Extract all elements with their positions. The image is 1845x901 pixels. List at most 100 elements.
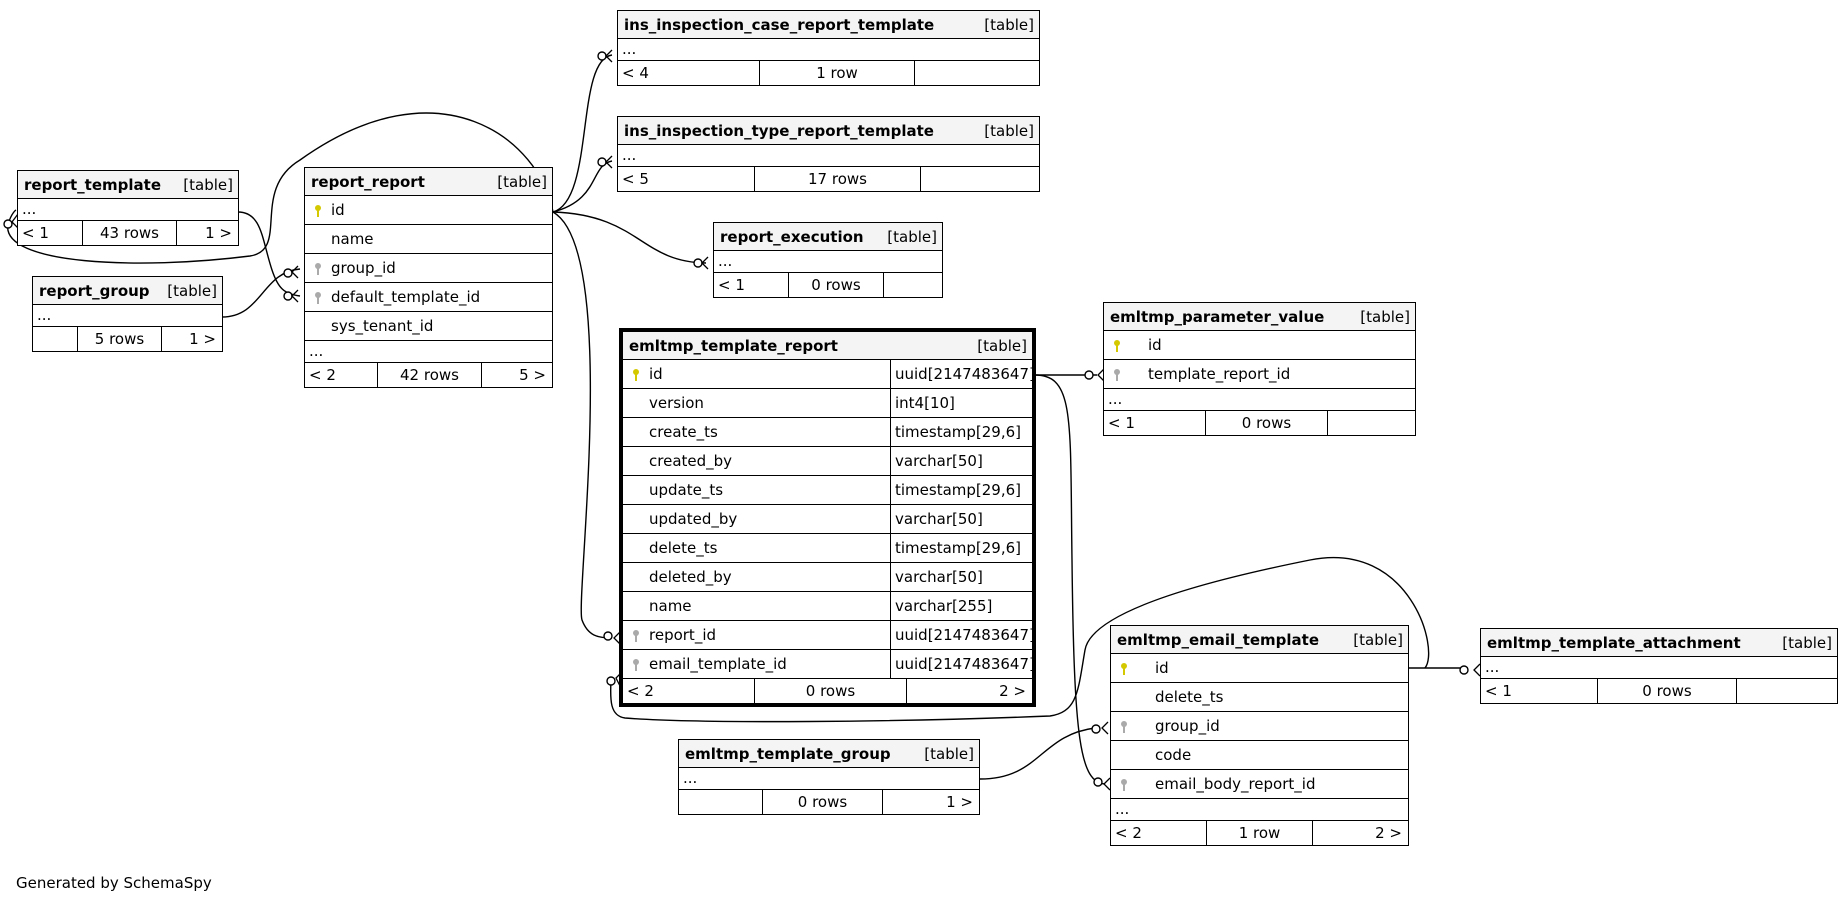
column-row-template-report-id: template_report_id <box>1104 360 1415 389</box>
footer-row-count: 0 rows <box>755 679 907 703</box>
table-header: report_group [table] <box>33 277 222 305</box>
footer-children <box>921 167 1039 191</box>
footer-children: 1 > <box>189 330 216 348</box>
table-name: emltmp_template_attachment <box>1487 633 1741 652</box>
table-report-report[interactable]: report_report [table] id name group_id d… <box>304 167 553 388</box>
column-name: delete_ts <box>649 539 718 557</box>
table-name: ins_inspection_type_report_template <box>624 121 934 140</box>
gray-key-icon <box>1117 778 1131 792</box>
footer-children: 2 > <box>999 682 1026 700</box>
column-row-delete-ts: delete_ts timestamp[29,6] <box>623 534 1032 563</box>
footer-children: 1 > <box>205 224 232 242</box>
gold-key-icon <box>1110 339 1124 353</box>
column-row-delete-ts: delete_ts <box>1111 683 1408 712</box>
table-header: report_execution [table] <box>714 223 942 251</box>
table-kind: [table] <box>167 281 217 300</box>
footer-row-count: 0 rows <box>763 790 883 814</box>
column-row-group-id: group_id <box>305 254 552 283</box>
column-row-version: version int4[10] <box>623 389 1032 418</box>
footer-parents: < 1 <box>1104 411 1206 435</box>
column-name: report_id <box>649 626 717 644</box>
gold-key-icon <box>311 204 325 218</box>
edge-report-report-to-ins-case <box>552 54 613 213</box>
table-emltmp-template-group[interactable]: emltmp_template_group [table] ... 0 rows… <box>678 739 980 815</box>
footer-children <box>1737 679 1837 703</box>
table-header: emltmp_template_report [table] <box>623 332 1032 360</box>
table-footer: < 1 43 rows 1 > <box>18 221 238 245</box>
table-emltmp-template-attachment[interactable]: emltmp_template_attachment [table] ... <… <box>1480 628 1838 704</box>
table-kind: [table] <box>924 744 974 763</box>
gray-key-icon <box>629 629 643 643</box>
column-row-sys-tenant-id: sys_tenant_id <box>305 312 552 341</box>
footer-parents <box>679 790 763 814</box>
footer-row-count: 43 rows <box>83 221 177 245</box>
footer-children: 5 > <box>519 366 546 384</box>
edge-template-report-to-email-body-report <box>1034 374 1106 785</box>
table-emltmp-email-template[interactable]: emltmp_email_template [table] id delete_… <box>1110 625 1409 846</box>
table-emltmp-parameter-value[interactable]: emltmp_parameter_value [table] id templa… <box>1103 302 1416 436</box>
table-footer: < 1 0 rows <box>1481 679 1837 703</box>
gray-key-icon <box>311 262 325 276</box>
column-type: uuid[2147483647] <box>890 360 1035 388</box>
gray-key-icon <box>629 658 643 672</box>
table-name: emltmp_parameter_value <box>1110 307 1325 326</box>
table-kind: [table] <box>887 227 937 246</box>
table-name: report_template <box>24 175 161 194</box>
footer-row-count: 0 rows <box>1598 679 1737 703</box>
table-name: emltmp_template_report <box>629 336 838 355</box>
table-header: ins_inspection_type_report_template [tab… <box>618 117 1039 145</box>
table-kind: [table] <box>984 15 1034 34</box>
table-footer: < 2 1 row 2 > <box>1111 821 1408 845</box>
column-row-id: id <box>305 196 552 225</box>
table-emltmp-template-report[interactable]: emltmp_template_report [table] id uuid[2… <box>619 328 1036 707</box>
gold-key-icon <box>629 368 643 382</box>
column-ellipsis: ... <box>1111 799 1408 821</box>
column-row-id: id <box>1111 654 1408 683</box>
column-name: version <box>649 394 704 412</box>
table-header: emltmp_parameter_value [table] <box>1104 303 1415 331</box>
table-report-template[interactable]: report_template [table] ... < 1 43 rows … <box>17 170 239 246</box>
footer-parents: < 1 <box>18 221 83 245</box>
column-row-name: name <box>305 225 552 254</box>
table-kind: [table] <box>497 172 547 191</box>
table-header: report_template [table] <box>18 171 238 199</box>
column-row-default-template-id: default_template_id <box>305 283 552 312</box>
column-type: timestamp[29,6] <box>890 476 1032 504</box>
table-report-execution[interactable]: report_execution [table] ... < 1 0 rows <box>713 222 943 298</box>
column-name: name <box>331 230 374 248</box>
column-name: email_body_report_id <box>1155 775 1316 793</box>
footer-row-count: 17 rows <box>755 167 921 191</box>
column-type: int4[10] <box>890 389 1032 417</box>
table-name: emltmp_template_group <box>685 744 891 763</box>
generator-credit: Generated by SchemaSpy <box>16 874 212 892</box>
table-kind: [table] <box>183 175 233 194</box>
column-name: email_template_id <box>649 655 787 673</box>
footer-parents: < 2 <box>1111 821 1207 845</box>
column-ellipsis: ... <box>18 199 238 221</box>
edge-report-report-to-template-report <box>552 211 613 639</box>
footer-row-count: 5 rows <box>78 327 162 351</box>
table-report-group[interactable]: report_group [table] ... 5 rows 1 > <box>32 276 223 352</box>
gray-key-icon <box>1117 720 1131 734</box>
table-kind: [table] <box>1353 630 1403 649</box>
column-name: group_id <box>1155 717 1220 735</box>
column-type: varchar[50] <box>890 447 1032 475</box>
table-footer: < 4 1 row <box>618 61 1039 85</box>
column-name: delete_ts <box>1155 688 1224 706</box>
column-row-email-body-report-id: email_body_report_id <box>1111 770 1408 799</box>
table-ins-inspection-type-report-template[interactable]: ins_inspection_type_report_template [tab… <box>617 116 1040 192</box>
table-footer: < 1 0 rows <box>1104 411 1415 435</box>
table-ins-inspection-case-report-template[interactable]: ins_inspection_case_report_template [tab… <box>617 10 1040 86</box>
column-type: varchar[255] <box>890 592 1032 620</box>
column-name: deleted_by <box>649 568 732 586</box>
column-type: varchar[50] <box>890 505 1032 533</box>
column-name: updated_by <box>649 510 738 528</box>
footer-row-count: 1 row <box>760 61 915 85</box>
column-type: timestamp[29,6] <box>890 534 1032 562</box>
gray-key-icon <box>1110 368 1124 382</box>
column-name: group_id <box>331 259 396 277</box>
table-header: report_report [table] <box>305 168 552 196</box>
column-row-created-by: created_by varchar[50] <box>623 447 1032 476</box>
table-header: emltmp_template_group [table] <box>679 740 979 768</box>
column-row-report-id: report_id uuid[2147483647] <box>623 621 1035 650</box>
